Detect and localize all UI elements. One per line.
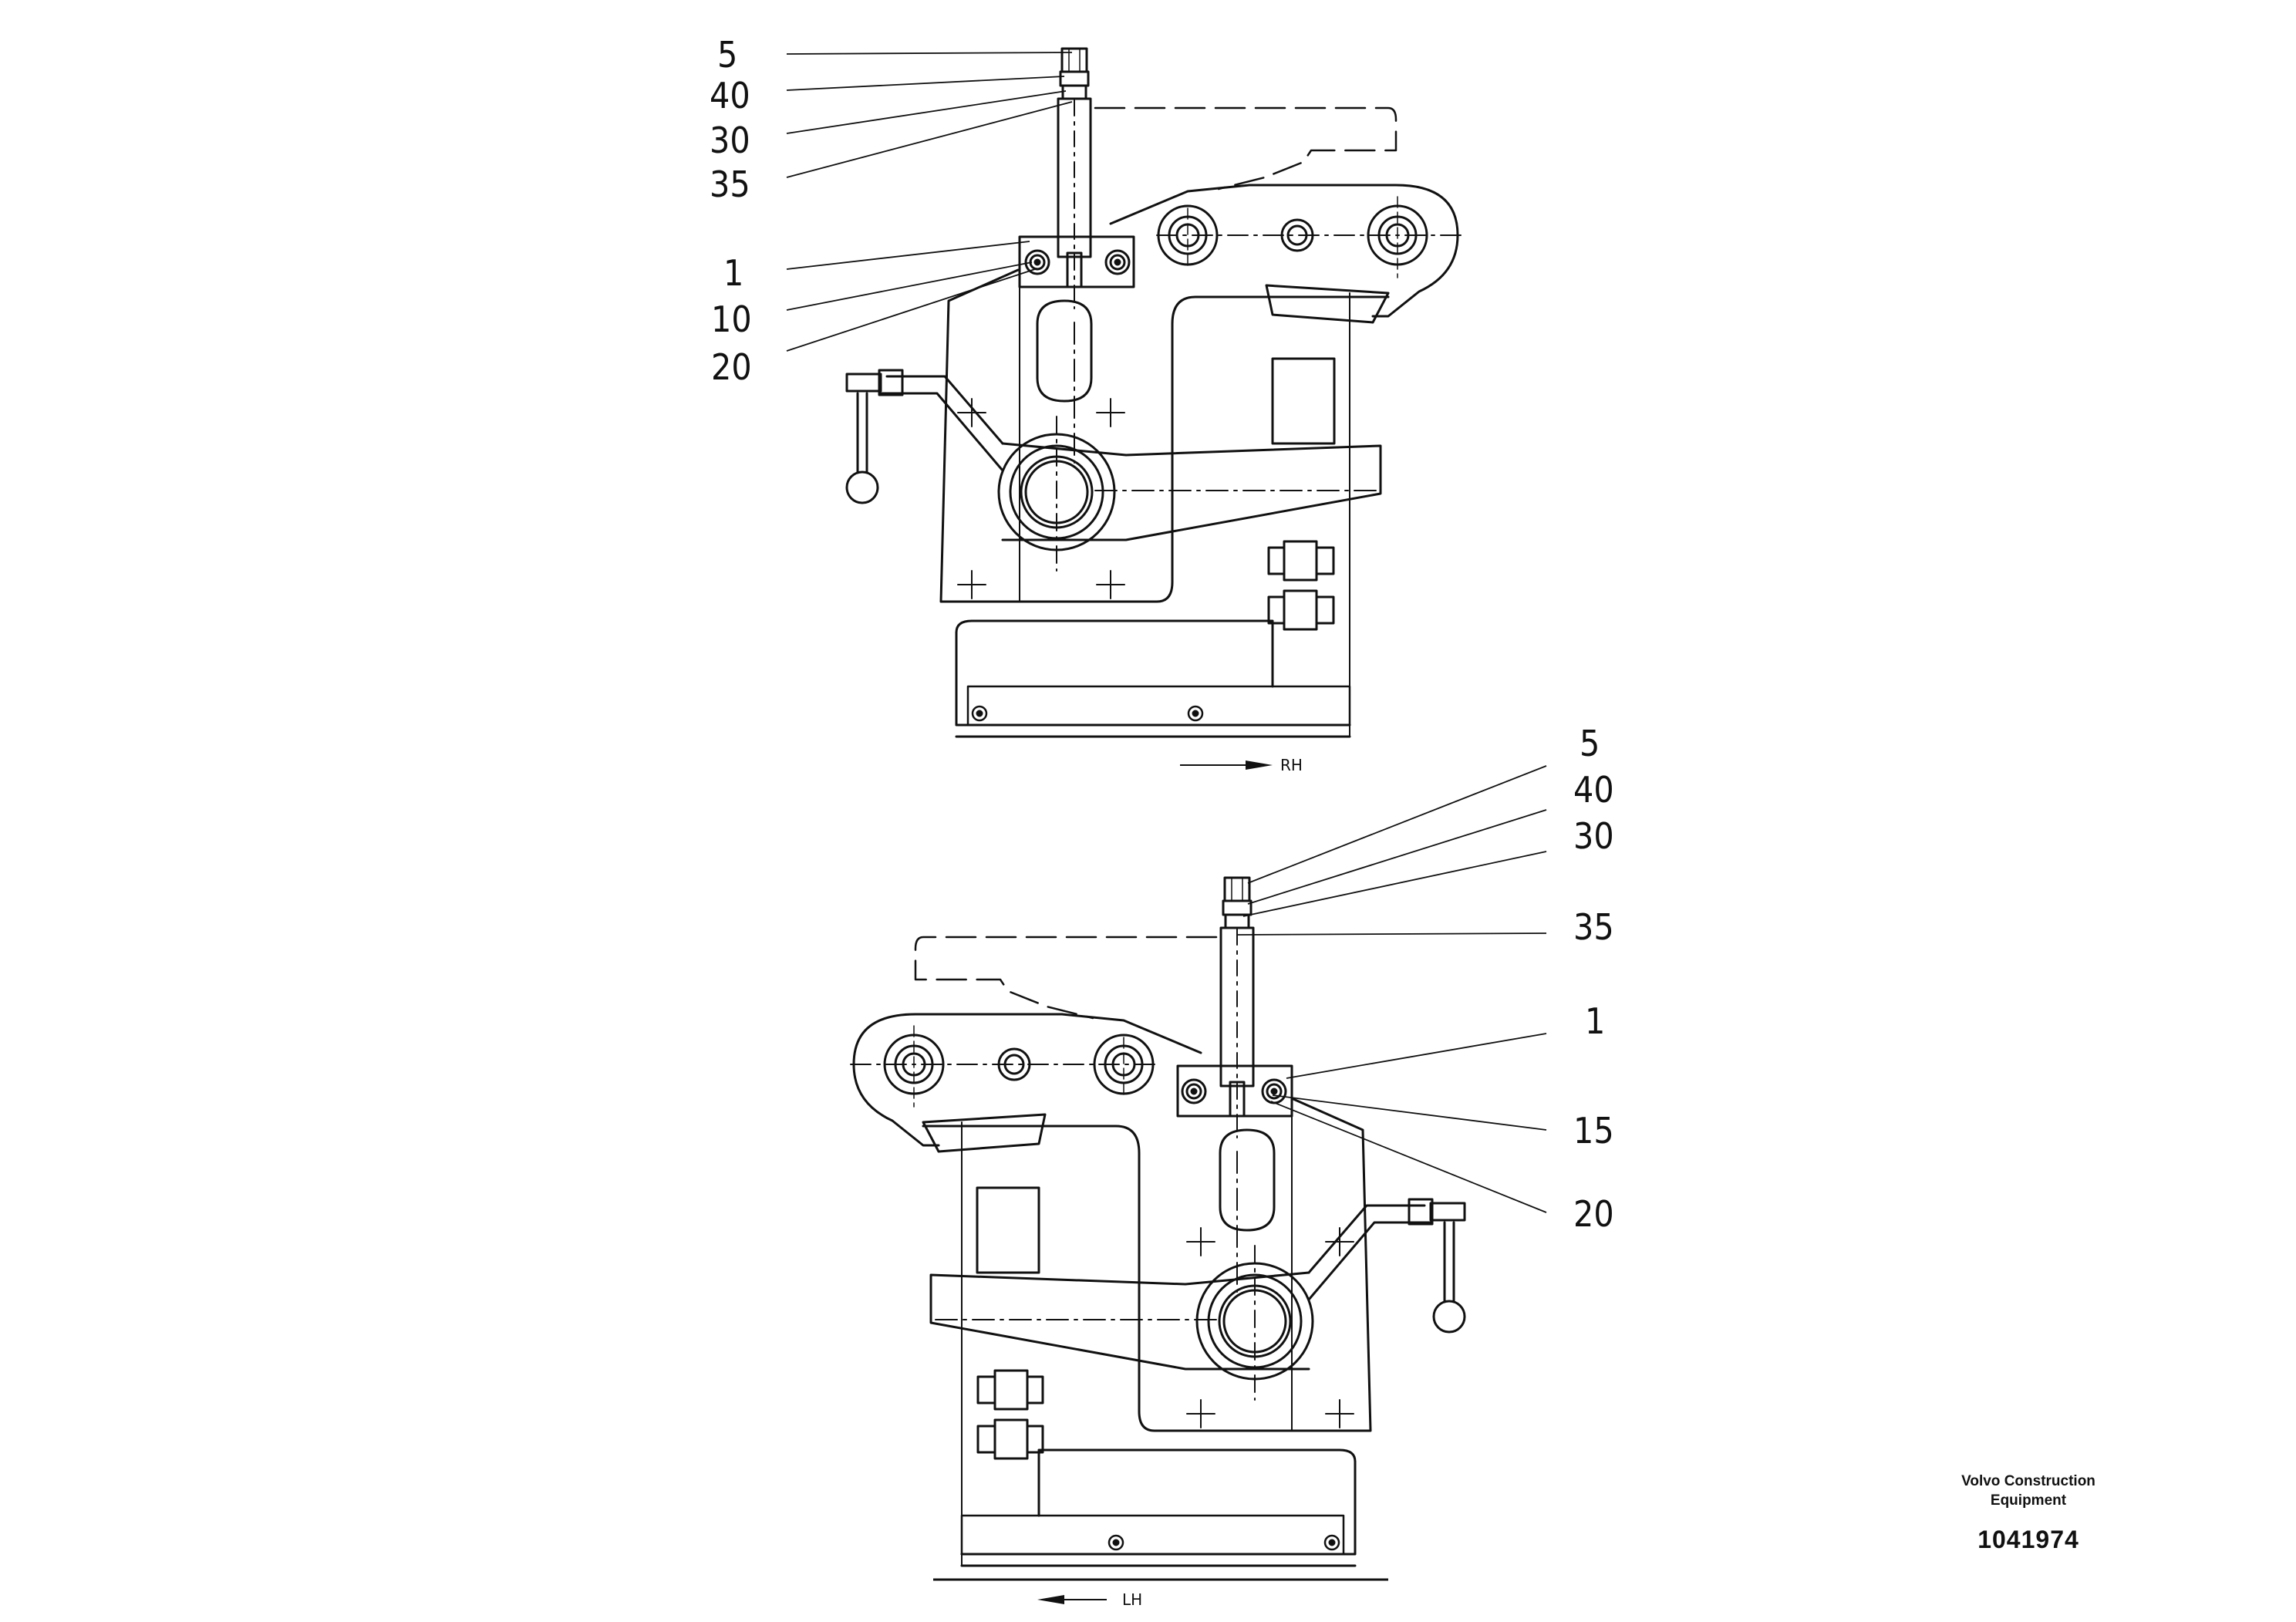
callout-40: 40: [710, 75, 750, 116]
view-lh: 5 40 30 35 1 15 20 LH: [846, 723, 1614, 1609]
view-rh: 5 40 30 35 1 10 20 RH: [710, 34, 1465, 774]
callout-30: 30: [1573, 815, 1614, 857]
direction-label-lh: LH: [1122, 1590, 1142, 1609]
brand-name-line2: Equipment: [1990, 1492, 2067, 1509]
callout-1: 1: [1585, 1000, 1605, 1042]
callout-15: 15: [1573, 1110, 1614, 1152]
rh-assembly: [847, 49, 1465, 737]
brand-name-line1: Volvo Construction: [1961, 1473, 2095, 1489]
callout-40: 40: [1573, 769, 1614, 811]
callout-20: 20: [1573, 1193, 1614, 1235]
callout-1: 1: [723, 252, 743, 294]
lh-leader-lines: [1237, 765, 1547, 1213]
rh-callouts: 5 40 30 35 1 10 20: [710, 34, 752, 388]
callout-10: 10: [711, 298, 752, 340]
lh-assembly: [846, 878, 1465, 1566]
callout-20: 20: [711, 346, 752, 388]
direction-label-rh: RH: [1280, 756, 1303, 774]
lh-direction-arrow: LH: [1037, 1590, 1142, 1609]
drawing-number: 1041974: [1977, 1526, 2079, 1553]
callout-5: 5: [1580, 723, 1600, 764]
lh-callouts: 5 40 30 35 1 15 20: [1573, 723, 1614, 1235]
rh-direction-arrow: RH: [1180, 756, 1303, 774]
callout-30: 30: [710, 120, 750, 161]
callout-5: 5: [717, 34, 737, 76]
brand-block: Volvo Construction Equipment 1041974: [1920, 1472, 2136, 1554]
rh-leader-lines: [786, 52, 1073, 352]
callout-35: 35: [1573, 906, 1614, 948]
callout-35: 35: [710, 164, 750, 205]
